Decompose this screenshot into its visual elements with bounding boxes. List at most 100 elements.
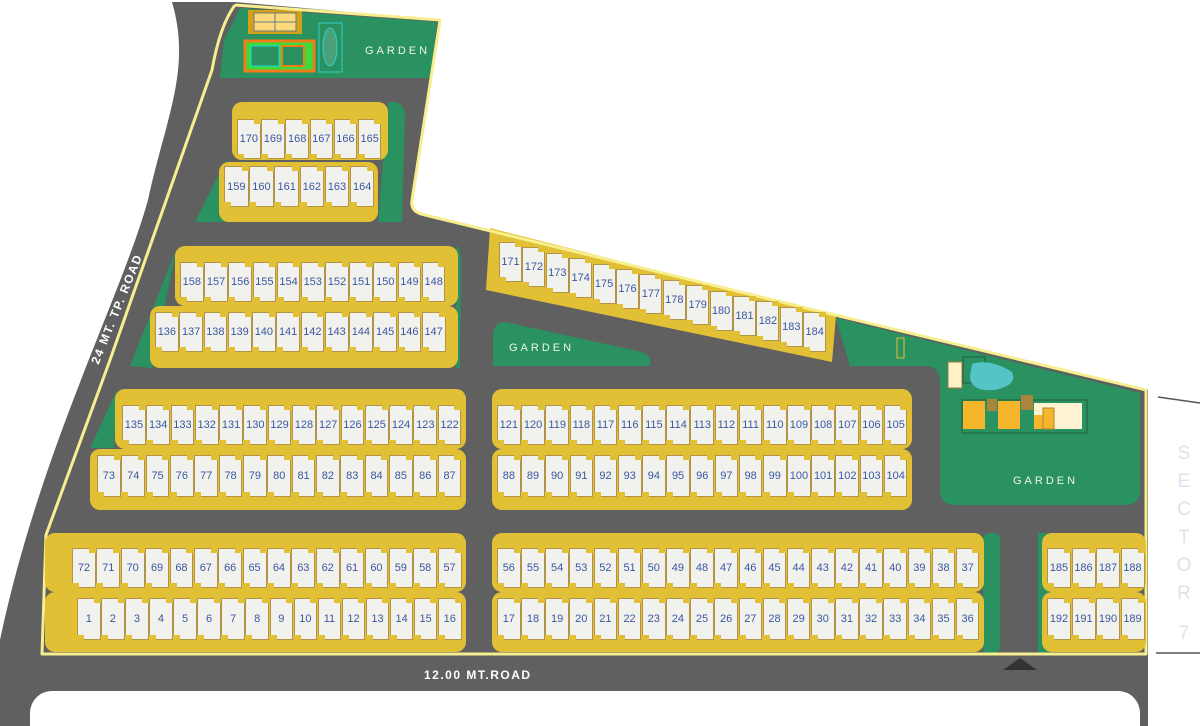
- plot-172[interactable]: 172: [522, 247, 546, 288]
- plot-122[interactable]: 122: [437, 405, 462, 445]
- plot-167[interactable]: 167: [309, 119, 334, 159]
- plot-64[interactable]: 64: [267, 548, 291, 588]
- plot-40[interactable]: 40: [883, 548, 908, 588]
- plot-53[interactable]: 53: [569, 548, 594, 588]
- plot-182[interactable]: 182: [756, 301, 780, 342]
- plot-52[interactable]: 52: [593, 548, 618, 588]
- plot-150[interactable]: 150: [373, 262, 398, 302]
- plot-183[interactable]: 183: [779, 306, 803, 347]
- plot-121[interactable]: 121: [497, 405, 521, 445]
- plot-65[interactable]: 65: [242, 548, 267, 588]
- plot-59[interactable]: 59: [388, 548, 413, 588]
- plot-84[interactable]: 84: [364, 455, 389, 497]
- plot-147[interactable]: 147: [421, 312, 446, 352]
- plot-11[interactable]: 11: [317, 598, 342, 640]
- plot-153[interactable]: 153: [300, 262, 325, 302]
- plot-28[interactable]: 28: [762, 598, 787, 640]
- plot-131[interactable]: 131: [219, 405, 243, 445]
- plot-106[interactable]: 106: [859, 405, 884, 445]
- plot-57[interactable]: 57: [437, 548, 462, 588]
- plot-75[interactable]: 75: [145, 455, 170, 497]
- plot-4[interactable]: 4: [149, 598, 173, 640]
- plot-123[interactable]: 123: [413, 405, 438, 445]
- plot-88[interactable]: 88: [497, 455, 521, 497]
- plot-39[interactable]: 39: [907, 548, 932, 588]
- plot-145[interactable]: 145: [373, 312, 397, 352]
- plot-137[interactable]: 137: [179, 312, 203, 352]
- plot-76[interactable]: 76: [170, 455, 194, 497]
- plot-54[interactable]: 54: [545, 548, 569, 588]
- plot-87[interactable]: 87: [437, 455, 462, 497]
- plot-44[interactable]: 44: [786, 548, 811, 588]
- plot-17[interactable]: 17: [497, 598, 521, 640]
- plot-80[interactable]: 80: [267, 455, 292, 497]
- plot-29[interactable]: 29: [786, 598, 811, 640]
- plot-139[interactable]: 139: [227, 312, 252, 352]
- plot-81[interactable]: 81: [291, 455, 316, 497]
- plot-138[interactable]: 138: [203, 312, 228, 352]
- plot-132[interactable]: 132: [194, 405, 219, 445]
- plot-96[interactable]: 96: [690, 455, 715, 497]
- plot-156[interactable]: 156: [228, 262, 253, 302]
- plot-192[interactable]: 192: [1047, 598, 1071, 640]
- plot-43[interactable]: 43: [810, 548, 835, 588]
- plot-2[interactable]: 2: [101, 598, 125, 640]
- plot-175[interactable]: 175: [592, 263, 616, 304]
- plot-180[interactable]: 180: [709, 290, 733, 331]
- plot-5[interactable]: 5: [173, 598, 197, 640]
- plot-36[interactable]: 36: [955, 598, 980, 640]
- plot-26[interactable]: 26: [714, 598, 738, 640]
- plot-186[interactable]: 186: [1071, 548, 1096, 588]
- plot-164[interactable]: 164: [349, 166, 375, 207]
- plot-117[interactable]: 117: [593, 405, 618, 445]
- plot-68[interactable]: 68: [169, 548, 194, 588]
- plot-187[interactable]: 187: [1096, 548, 1120, 588]
- plot-7[interactable]: 7: [221, 598, 245, 640]
- plot-98[interactable]: 98: [738, 455, 763, 497]
- plot-21[interactable]: 21: [593, 598, 618, 640]
- plot-77[interactable]: 77: [194, 455, 219, 497]
- plot-155[interactable]: 155: [252, 262, 277, 302]
- plot-95[interactable]: 95: [666, 455, 690, 497]
- plot-60[interactable]: 60: [364, 548, 389, 588]
- plot-24[interactable]: 24: [666, 598, 690, 640]
- plot-124[interactable]: 124: [389, 405, 413, 445]
- plot-82[interactable]: 82: [316, 455, 340, 497]
- plot-168[interactable]: 168: [285, 119, 309, 159]
- plot-143[interactable]: 143: [324, 312, 349, 352]
- plot-92[interactable]: 92: [593, 455, 618, 497]
- plot-32[interactable]: 32: [859, 598, 883, 640]
- plot-126[interactable]: 126: [340, 405, 365, 445]
- plot-18[interactable]: 18: [521, 598, 545, 640]
- plot-20[interactable]: 20: [569, 598, 594, 640]
- plot-160[interactable]: 160: [249, 166, 274, 207]
- plot-151[interactable]: 151: [349, 262, 373, 302]
- plot-22[interactable]: 22: [617, 598, 642, 640]
- plot-8[interactable]: 8: [245, 598, 269, 640]
- plot-89[interactable]: 89: [521, 455, 545, 497]
- plot-104[interactable]: 104: [883, 455, 908, 497]
- plot-185[interactable]: 185: [1047, 548, 1071, 588]
- plot-74[interactable]: 74: [121, 455, 146, 497]
- plot-15[interactable]: 15: [413, 598, 438, 640]
- plot-31[interactable]: 31: [835, 598, 859, 640]
- plot-34[interactable]: 34: [907, 598, 932, 640]
- plot-48[interactable]: 48: [690, 548, 714, 588]
- plot-19[interactable]: 19: [545, 598, 569, 640]
- plot-49[interactable]: 49: [666, 548, 690, 588]
- plot-176[interactable]: 176: [616, 269, 639, 309]
- plot-148[interactable]: 148: [421, 262, 446, 302]
- plot-157[interactable]: 157: [204, 262, 228, 302]
- plot-163[interactable]: 163: [324, 166, 350, 207]
- plot-33[interactable]: 33: [883, 598, 908, 640]
- plot-171[interactable]: 171: [499, 242, 522, 282]
- plot-16[interactable]: 16: [437, 598, 462, 640]
- plot-86[interactable]: 86: [413, 455, 438, 497]
- plot-100[interactable]: 100: [787, 455, 811, 497]
- plot-130[interactable]: 130: [243, 405, 268, 445]
- plot-66[interactable]: 66: [218, 548, 243, 588]
- plot-73[interactable]: 73: [97, 455, 121, 497]
- plot-113[interactable]: 113: [690, 405, 715, 445]
- plot-114[interactable]: 114: [666, 405, 690, 445]
- plot-90[interactable]: 90: [545, 455, 570, 497]
